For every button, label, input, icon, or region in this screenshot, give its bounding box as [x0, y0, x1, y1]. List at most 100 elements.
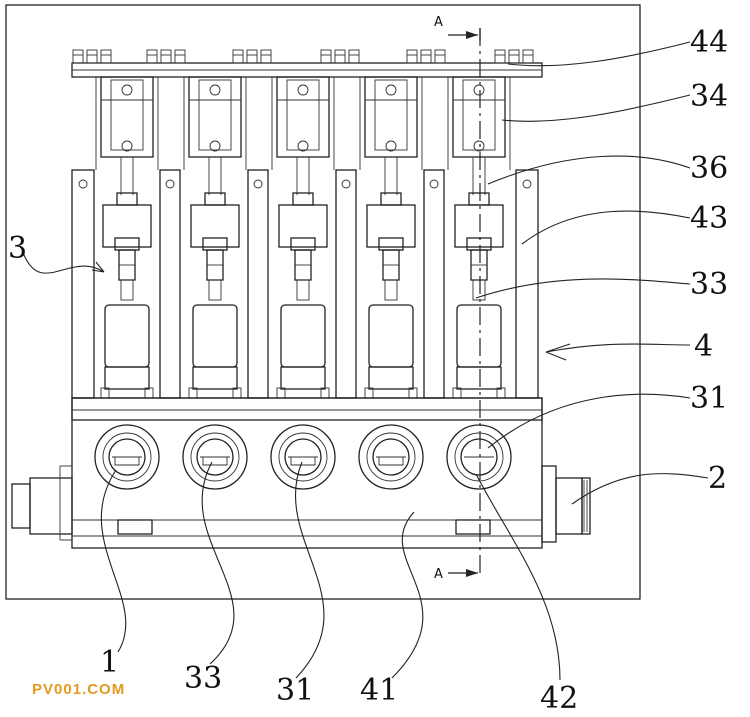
- frame-rail: [423, 169, 445, 399]
- cylinder-body: [462, 79, 496, 151]
- section-marker-bottom: A: [434, 567, 443, 582]
- frame-rail: [335, 169, 357, 399]
- frame-rail: [71, 169, 95, 399]
- section-marker-top: A: [434, 15, 443, 30]
- pump-body: [368, 304, 414, 368]
- pump-base: [280, 366, 326, 390]
- callout-43: 43: [690, 201, 728, 236]
- cylinder-hole: [473, 140, 485, 152]
- station: [364, 76, 418, 399]
- bolt-head: [348, 49, 360, 64]
- callout-31-bottom: 31: [276, 673, 314, 708]
- clamp-lip: [466, 237, 492, 251]
- port-ring: [102, 432, 152, 482]
- manifold-ports: [94, 424, 512, 490]
- station: [100, 76, 154, 399]
- callout-41: 41: [360, 673, 398, 708]
- bolt-head: [86, 49, 98, 64]
- pump-base: [456, 366, 502, 390]
- callout-33-right: 33: [690, 267, 728, 302]
- leader-lines: [21, 41, 709, 681]
- top-plate: [71, 62, 543, 78]
- stem-nut: [204, 192, 226, 206]
- right-outlet-port: [541, 465, 591, 543]
- rail-hole: [341, 179, 351, 189]
- pump-body: [104, 304, 150, 368]
- port-inner: [284, 438, 322, 476]
- port-inner: [108, 438, 146, 476]
- cylinder-body: [374, 79, 408, 151]
- top-plate-bolts: [72, 49, 534, 64]
- bolt-head: [522, 49, 534, 64]
- bolt-head: [406, 49, 418, 64]
- port-valve: [290, 457, 316, 466]
- stem-nut: [380, 192, 402, 206]
- pump-stations: [100, 76, 506, 399]
- cylinder-hole: [297, 84, 309, 96]
- clamp-block: [102, 204, 152, 248]
- pump-body: [280, 304, 326, 368]
- cylinder-hole: [385, 140, 397, 152]
- pump-base: [368, 366, 414, 390]
- cylinder-hole: [473, 84, 485, 96]
- rail-hole: [522, 179, 532, 189]
- station: [452, 76, 506, 399]
- callout-labels: 44 34 36 43 33 4 31 2 3 1 33 31 41 42: [8, 25, 728, 716]
- cylinder-hole: [209, 140, 221, 152]
- bolt-head: [334, 49, 346, 64]
- port-valve: [114, 457, 140, 466]
- cylinder-hole: [209, 84, 221, 96]
- stem-nut: [116, 192, 138, 206]
- connector-tip: [296, 279, 310, 301]
- cylinder-housing: [188, 76, 242, 158]
- callout-34: 34: [690, 79, 728, 114]
- station: [276, 76, 330, 399]
- frame-rail: [159, 169, 181, 399]
- cylinder-housing: [276, 76, 330, 158]
- pump-body: [192, 304, 238, 368]
- pump-base: [192, 366, 238, 390]
- bolt-head: [508, 49, 520, 64]
- callout-4: 4: [694, 329, 713, 364]
- bolt-head: [434, 49, 446, 64]
- cylinder-hole: [121, 140, 133, 152]
- station: [188, 76, 242, 399]
- bolt-head: [320, 49, 332, 64]
- bolt-head: [146, 49, 158, 64]
- cylinder-housing: [452, 76, 506, 158]
- rail-hole: [165, 179, 175, 189]
- clamp-block: [366, 204, 416, 248]
- watermark: PV001.COM: [32, 681, 125, 698]
- bolt-head: [420, 49, 432, 64]
- pump-body: [456, 304, 502, 368]
- port-inner: [196, 438, 234, 476]
- connector-tip: [384, 279, 398, 301]
- rail-hole: [78, 179, 88, 189]
- bolt-head: [160, 49, 172, 64]
- bolt-head: [246, 49, 258, 64]
- pump-base: [104, 366, 150, 390]
- callout-1: 1: [100, 645, 119, 680]
- connector-tip: [120, 279, 134, 301]
- port-inner: [372, 438, 410, 476]
- bolt-head: [232, 49, 244, 64]
- callout-3: 3: [8, 231, 27, 266]
- cylinder-housing: [100, 76, 154, 158]
- port-valve: [202, 457, 228, 466]
- port-outer: [182, 424, 248, 490]
- cylinder-housing: [364, 76, 418, 158]
- callout-31-right: 31: [690, 381, 728, 416]
- cylinder-hole: [121, 84, 133, 96]
- stem-nut: [292, 192, 314, 206]
- clamp-lip: [378, 237, 404, 251]
- port-ring: [454, 432, 504, 482]
- stem-nut: [468, 192, 490, 206]
- connector-tip: [472, 279, 486, 301]
- port-outer: [94, 424, 160, 490]
- port-valve: [378, 457, 404, 466]
- callout-36: 36: [690, 151, 728, 186]
- bolt-head: [260, 49, 272, 64]
- port-inner: [460, 438, 498, 476]
- port-outer: [270, 424, 336, 490]
